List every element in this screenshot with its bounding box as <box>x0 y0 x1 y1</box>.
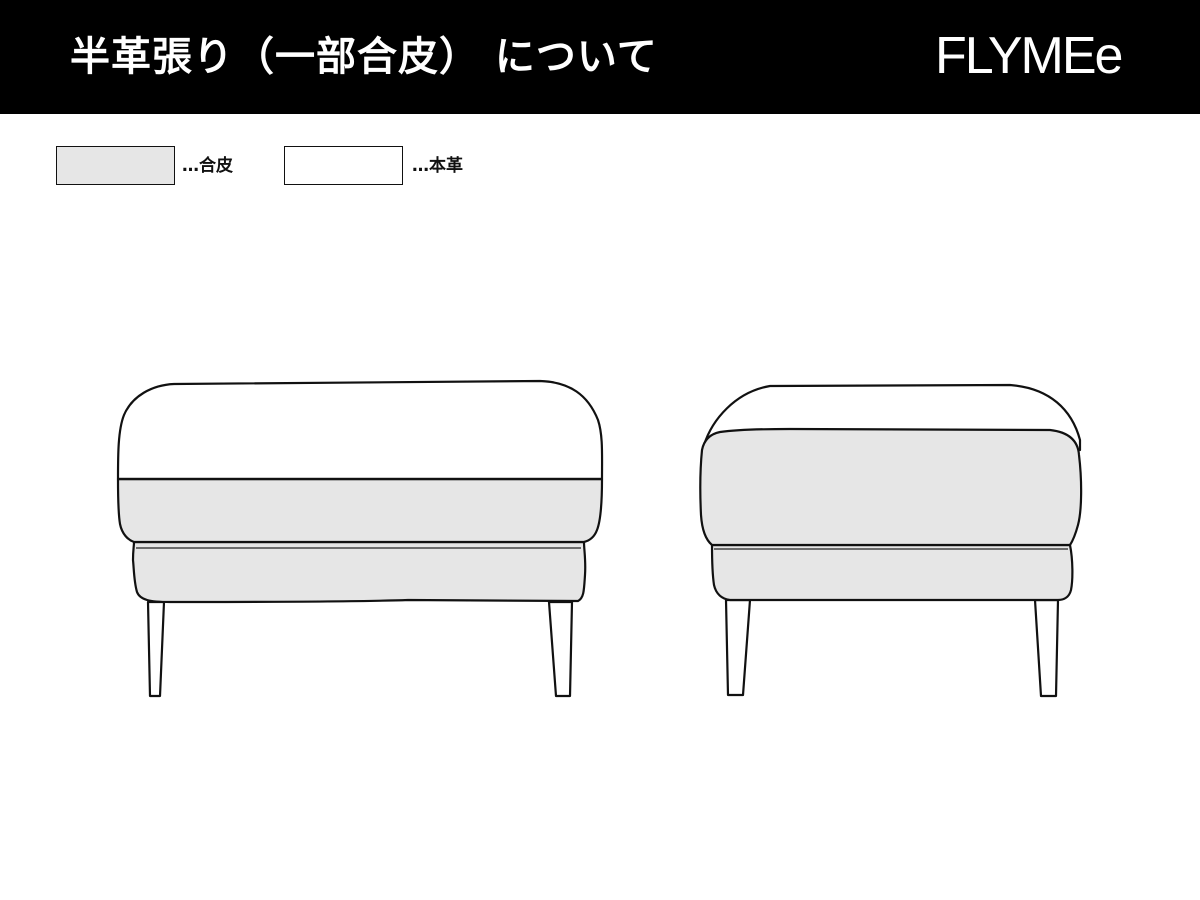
legend-label-synthetic: …合皮 <box>182 156 233 176</box>
front-cushion-genuine <box>116 379 604 481</box>
front-base-band <box>131 540 587 604</box>
side-base-band <box>710 543 1074 602</box>
side-cushion-synthetic <box>699 427 1083 547</box>
side-leg-left <box>724 598 752 697</box>
side-view <box>699 383 1083 698</box>
front-cushion-synthetic <box>116 477 604 544</box>
front-leg-left <box>146 600 166 698</box>
swatch-genuine-leather <box>284 146 403 185</box>
brand-logo: FLYMEe <box>935 27 1123 85</box>
legend-label-genuine: …本革 <box>412 156 463 176</box>
front-leg-right <box>547 600 574 698</box>
front-view <box>116 379 604 698</box>
side-leg-right <box>1033 598 1060 698</box>
header-bar: 半革張り（一部合皮） について FLYMEe <box>0 0 1200 114</box>
page-title: 半革張り（一部合皮） について <box>70 34 658 80</box>
swatch-synthetic-leather <box>56 146 175 185</box>
